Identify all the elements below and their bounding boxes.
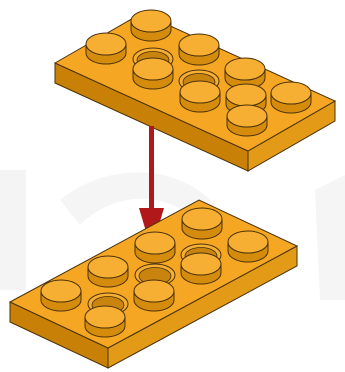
stud [135, 232, 175, 263]
stud [228, 231, 268, 262]
stud [182, 208, 222, 239]
stud [85, 306, 125, 337]
stud [86, 33, 126, 64]
stud [134, 280, 174, 311]
stud [133, 58, 173, 89]
stud [179, 34, 219, 65]
upper-plate [55, 10, 335, 171]
stud [41, 280, 81, 311]
stud [181, 253, 221, 284]
stud [180, 81, 220, 112]
stud [271, 82, 311, 113]
lower-plate [10, 200, 297, 368]
stud [88, 256, 128, 287]
stud [131, 10, 171, 41]
stud [227, 105, 267, 136]
